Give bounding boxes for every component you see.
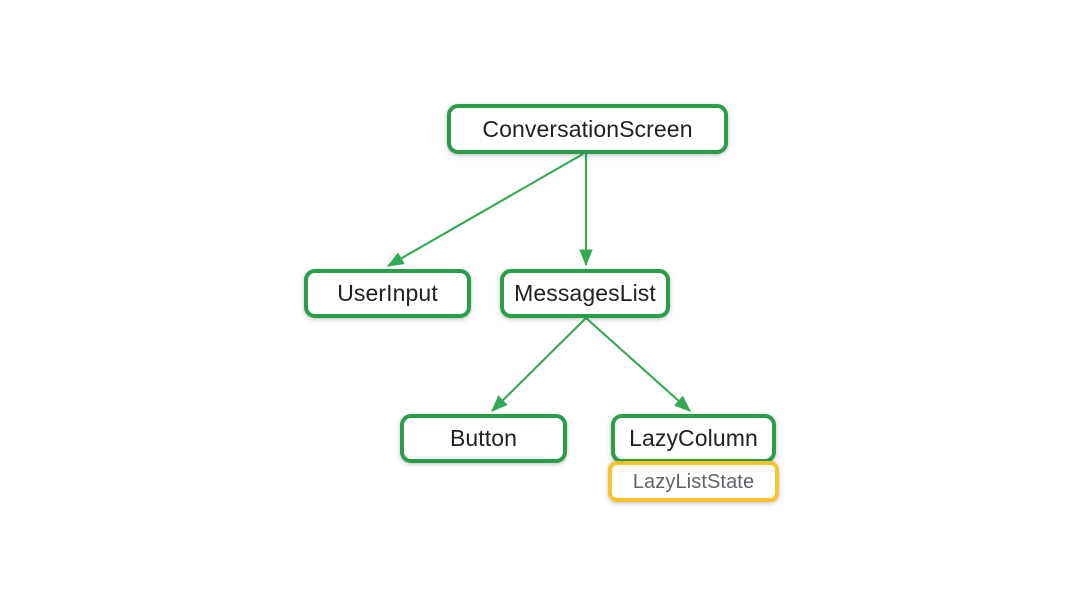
node-label-conversation-screen: ConversationScreen bbox=[482, 115, 693, 142]
node-label-lazy-column: LazyColumn bbox=[629, 425, 758, 451]
edge-messages-list-to-lazy-column bbox=[585, 317, 691, 412]
node-button[interactable]: Button bbox=[400, 414, 567, 463]
node-label-button: Button bbox=[449, 425, 518, 451]
node-messages-list[interactable]: MessagesList bbox=[500, 269, 670, 318]
edge-conversation-screen-to-user-input bbox=[386, 153, 584, 267]
edge-messages-list-to-button bbox=[491, 317, 587, 412]
node-lazy-list-state[interactable]: LazyListState bbox=[608, 461, 779, 502]
node-label-user-input: UserInput bbox=[337, 280, 438, 306]
node-label-messages-list: MessagesList bbox=[514, 280, 656, 306]
node-label-lazy-list-state: LazyListState bbox=[632, 470, 755, 493]
node-user-input[interactable]: UserInput bbox=[304, 269, 471, 318]
node-lazy-column[interactable]: LazyColumn bbox=[611, 414, 776, 463]
node-conversation-screen[interactable]: ConversationScreen bbox=[447, 104, 728, 154]
